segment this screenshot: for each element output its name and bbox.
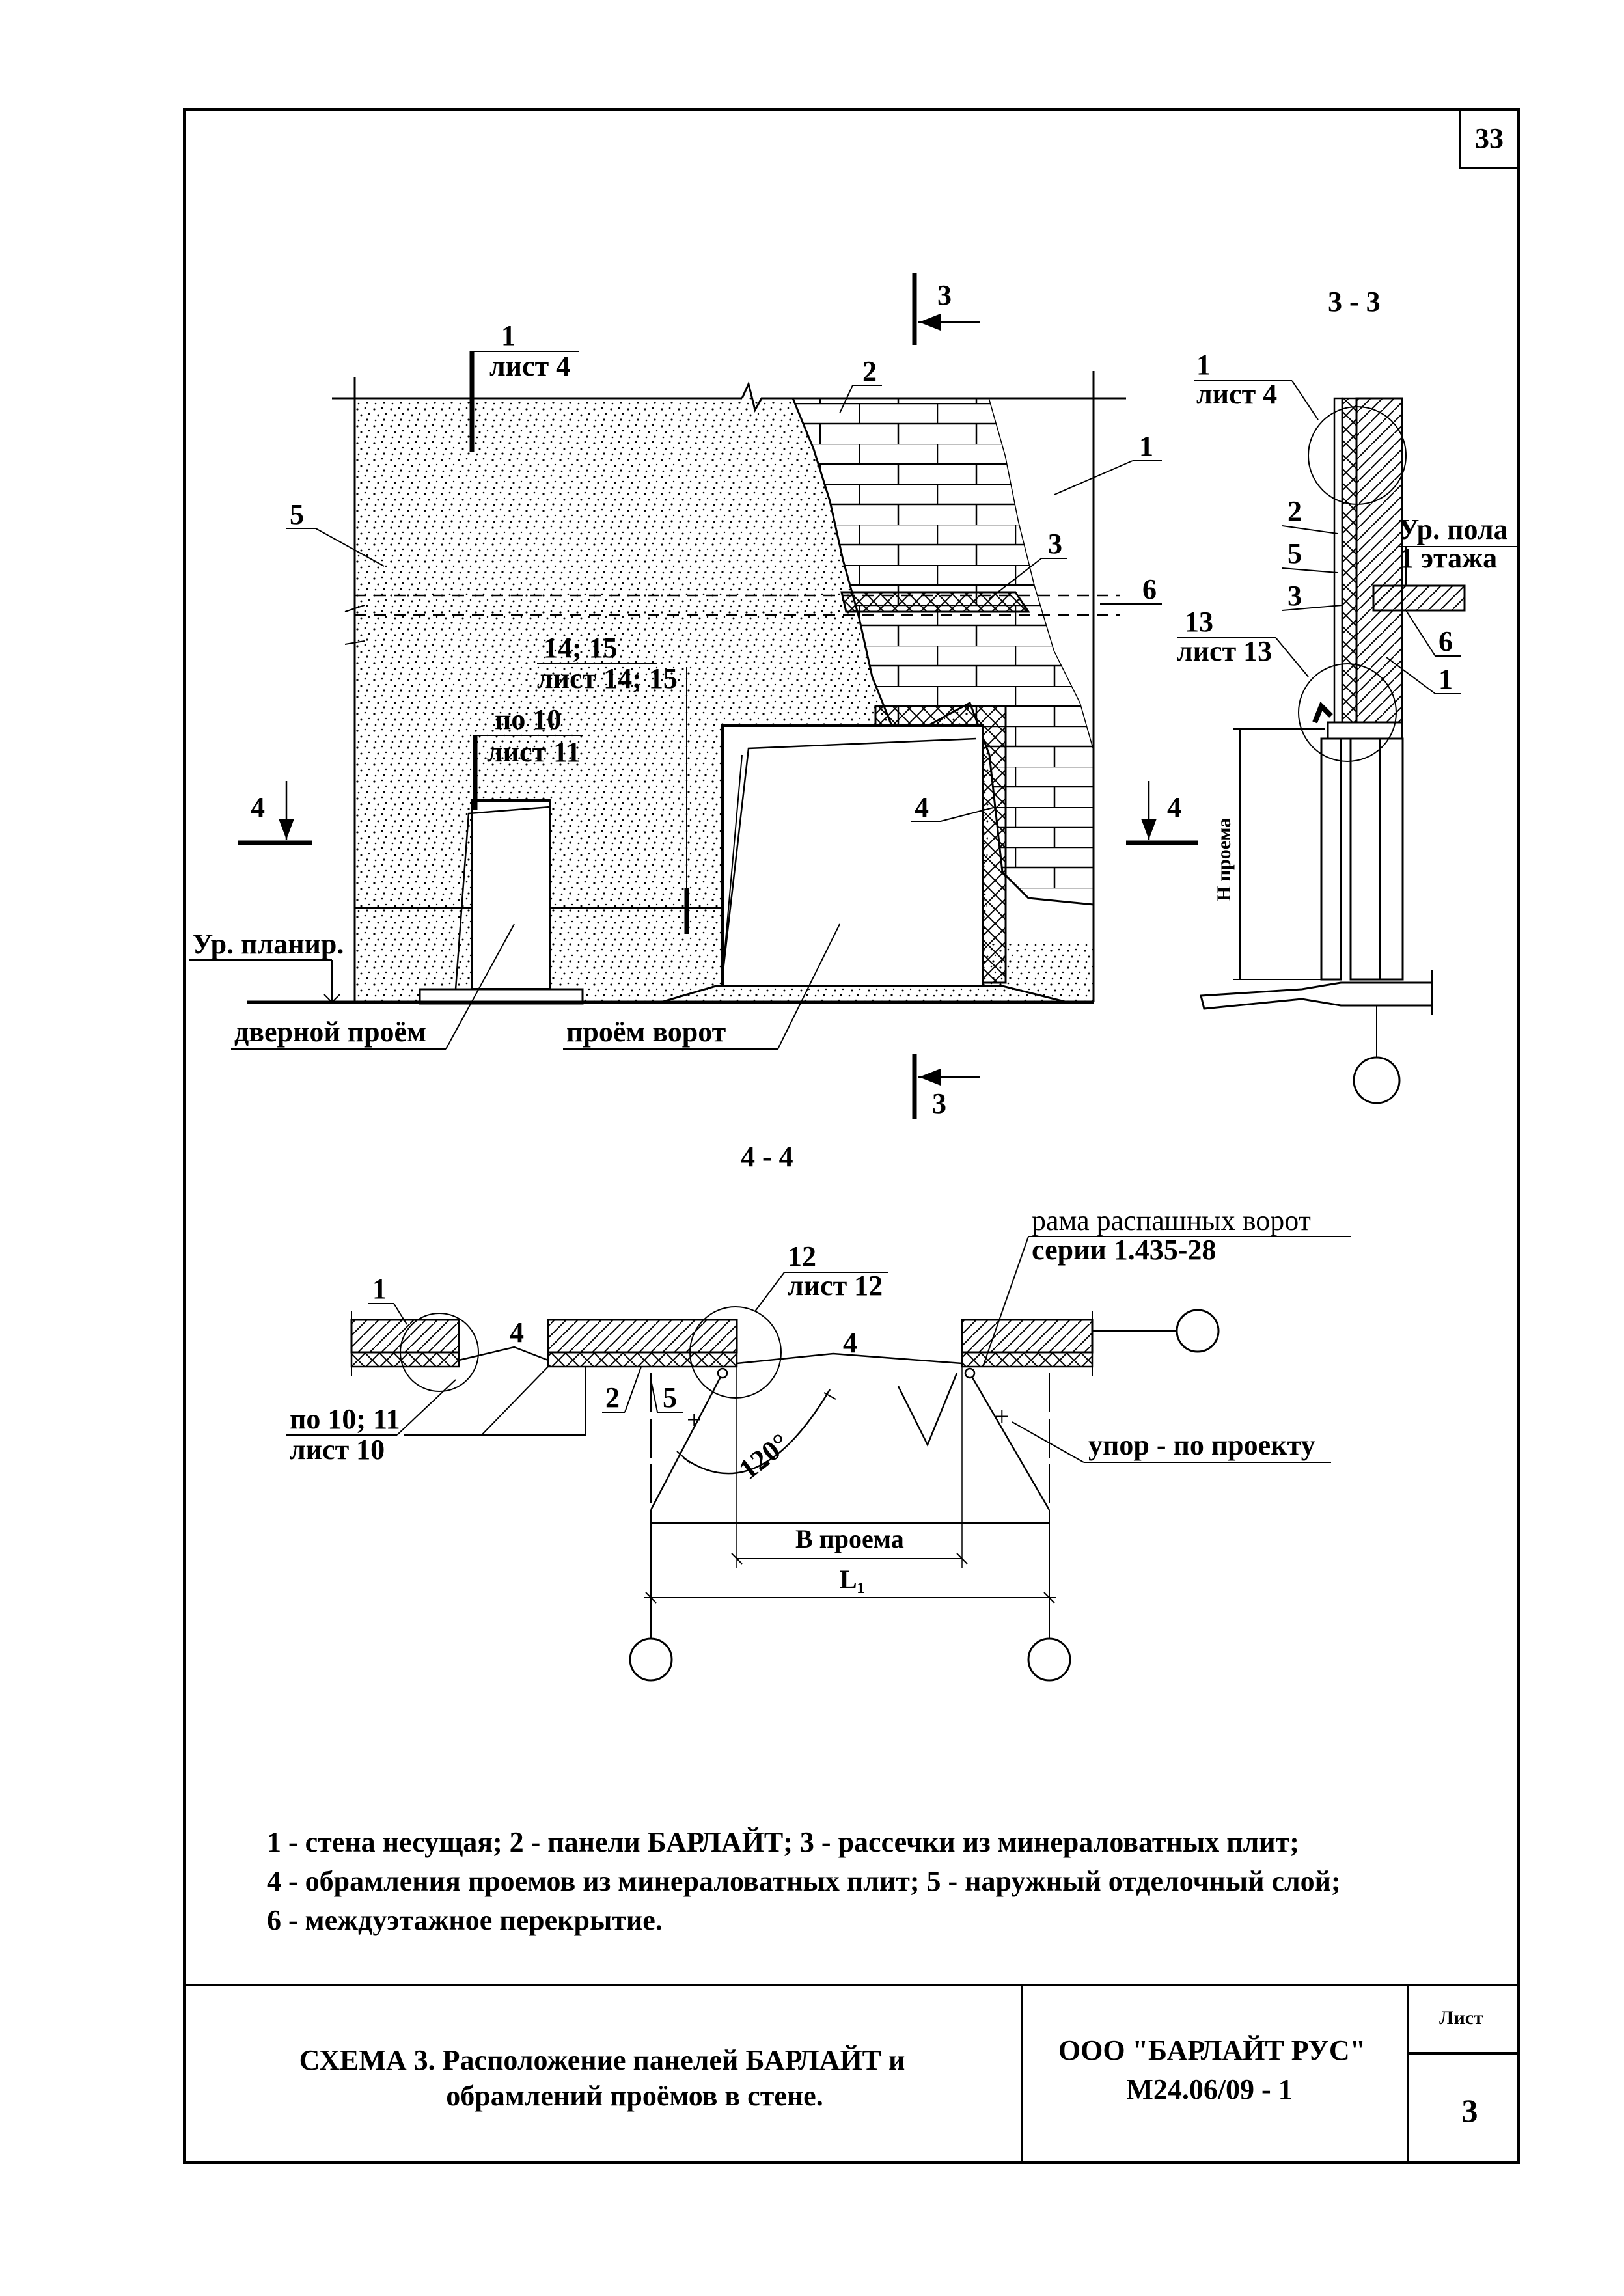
legend-line-1: 1 - стена несущая; 2 - панели БАРЛАЙТ; 3… — [267, 1826, 1299, 1858]
sec33-label-3: 3 — [1287, 580, 1302, 612]
opening-width-label: В проема — [795, 1524, 904, 1553]
sec33-label-1: 1 — [1438, 663, 1453, 695]
company-name: ООО "БАРЛАЙТ РУС" — [1058, 2034, 1366, 2066]
gate-opening-label: проём ворот — [566, 1016, 726, 1048]
plan-label-1: 1 — [372, 1273, 387, 1305]
elev-callout-10-num: по 10 — [495, 704, 561, 735]
elev-callout-1-num: 1 — [501, 320, 516, 351]
section-3-3: 3 - 3 Н проема 1 лист 4 2 — [1177, 286, 1520, 1104]
page-number: 33 — [1475, 122, 1504, 154]
floor-level-line1: Ур. пола — [1398, 513, 1508, 545]
stop-label: упор - по проекту — [1088, 1429, 1315, 1461]
elev-callout-10-ref: лист 11 — [487, 736, 581, 768]
span-label: L₁ — [840, 1565, 865, 1594]
elev-callout-14-ref: лист 14; 15 — [537, 663, 678, 694]
gate-opening — [721, 724, 984, 987]
opening-height-label: Н проема — [1213, 818, 1235, 901]
angle-label: 120° — [733, 1427, 795, 1486]
plan-callout-12-num: 12 — [788, 1240, 816, 1272]
title-line-2: обрамлений проёмов в стене. — [446, 2080, 823, 2112]
floor-slab — [1372, 584, 1466, 612]
sec33-label-5: 5 — [1287, 538, 1302, 569]
sec33-callout-1-ref: лист 4 — [1196, 378, 1277, 410]
legend-line-3: 6 - междуэтажное перекрытие. — [267, 1904, 663, 1936]
fire-stop-band — [840, 591, 1030, 613]
plan-wall-middle — [547, 1319, 738, 1354]
sheet-number: 3 — [1462, 2092, 1478, 2129]
elev-label-2: 2 — [862, 355, 877, 387]
plan-wall-right — [961, 1319, 1094, 1354]
title-block: СХЕМА 3. Расположение панелей БАРЛАЙТ и … — [184, 1984, 1519, 2163]
section-mark-4-right: 4 — [1167, 791, 1181, 823]
elev-callout-1-ref: лист 4 — [489, 350, 570, 382]
section-4-4: 4 - 4 120° + + — [286, 1141, 1351, 1682]
elev-callout-14-num: 14; 15 — [544, 632, 618, 664]
sheet-label: Лист — [1439, 2007, 1483, 2029]
section-mark-3-top: 3 — [937, 279, 952, 311]
brick-panel-area — [791, 397, 1095, 906]
gate-frame-line2: серии 1.435-28 — [1032, 1234, 1216, 1266]
plan-callout-10-ref: лист 10 — [290, 1434, 385, 1466]
sheet-frame — [183, 108, 1520, 2164]
sec33-label-6: 6 — [1438, 625, 1453, 657]
section-mark-4-left: 4 — [251, 791, 265, 823]
section-axis-marker — [1353, 1056, 1401, 1104]
gate-frame-line1: рама распашных ворот — [1032, 1205, 1311, 1237]
door-opening — [471, 799, 551, 991]
sec33-label-2: 2 — [1287, 495, 1302, 527]
plan-label-2: 2 — [605, 1382, 620, 1414]
sec33-callout-1-num: 1 — [1196, 349, 1211, 381]
plan-callout-12-ref: лист 12 — [788, 1270, 883, 1302]
legend-line-2: 4 - обрамления проемов из минераловатных… — [267, 1865, 1341, 1897]
elev-label-1: 1 — [1139, 430, 1153, 462]
title-line-1: СХЕМА 3. Расположение панелей БАРЛАЙТ и — [299, 2044, 905, 2076]
svg-text:+: + — [995, 1402, 1010, 1431]
plan-axis-marker-mid — [1027, 1637, 1071, 1682]
plan-label-4b: 4 — [843, 1327, 857, 1359]
facade-elevation: 1 лист 4 2 1 5 3 6 4 14; 15 лист 14; 15 … — [189, 273, 1198, 1119]
door-opening-label: дверной проём — [234, 1016, 426, 1048]
elev-label-4: 4 — [915, 791, 929, 823]
sec33-callout-13-num: 13 — [1185, 606, 1213, 638]
elev-label-3: 3 — [1048, 528, 1062, 560]
svg-text:+: + — [687, 1405, 702, 1434]
elev-label-5: 5 — [290, 499, 304, 530]
load-bearing-wall-area — [989, 398, 1094, 748]
section-wall-layer — [1355, 397, 1403, 738]
section-3-3-title: 3 - 3 — [1328, 286, 1381, 318]
sec33-callout-13-ref: лист 13 — [1177, 635, 1272, 667]
plan-axis-marker-right — [1176, 1309, 1220, 1353]
plan-axis-marker-left — [629, 1637, 673, 1682]
document-code: М24.06/09 - 1 — [1126, 2073, 1292, 2105]
plan-label-4a: 4 — [510, 1317, 524, 1348]
elev-label-6: 6 — [1142, 573, 1157, 605]
plan-callout-10-num: по 10; 11 — [290, 1403, 400, 1435]
plan-wall-left — [350, 1319, 460, 1354]
grade-level-label: Ур. планир. — [192, 928, 344, 960]
page-number-box — [1459, 108, 1520, 169]
section-panel-layer — [1341, 397, 1358, 738]
section-4-4-title: 4 - 4 — [741, 1141, 793, 1173]
floor-level-line2: 1 этажа — [1399, 542, 1497, 574]
plan-label-5: 5 — [663, 1382, 677, 1414]
section-mark-3-bottom: 3 — [932, 1087, 946, 1119]
